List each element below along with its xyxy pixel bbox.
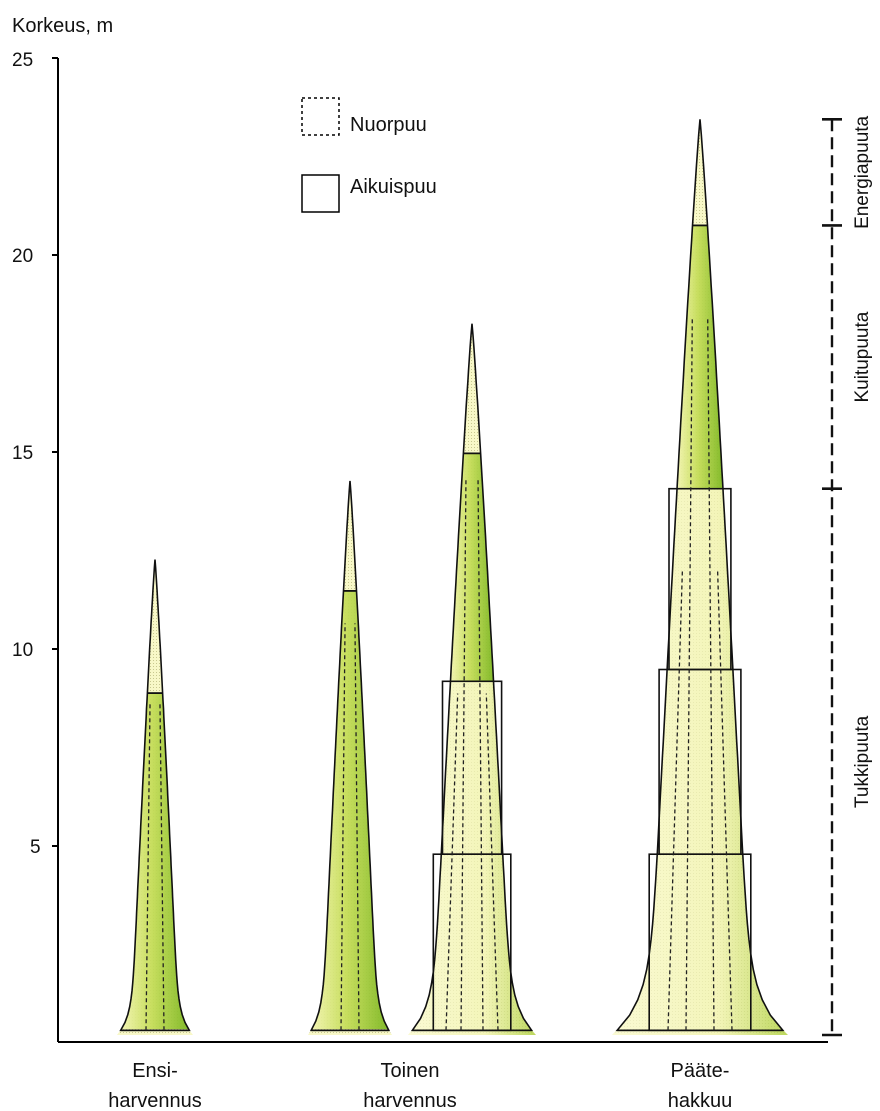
- tree-4-outline: [615, 119, 785, 1032]
- tree-2-crown: [311, 590, 389, 1030]
- legend: Nuorpuu Aikuispuu: [301, 97, 437, 213]
- tree-3-young-wood-line-1: [445, 693, 459, 1031]
- tree-4-log-3: [668, 487, 732, 671]
- tree-2-young-wood-line-2: [354, 623, 360, 1031]
- tree-4: [612, 119, 788, 1036]
- tree-4-trunk-shade: [612, 488, 788, 1035]
- assortment-label-3: Tukkipuuta: [852, 715, 873, 808]
- legend-label-aikuispuu: Aikuispuu: [350, 176, 437, 198]
- y-tick-label-5: 5: [30, 837, 41, 858]
- legend-swatch-solid: [301, 174, 340, 213]
- tree-3-crown: [450, 453, 494, 682]
- tree-2: [308, 480, 392, 1035]
- tree-3-young-wood-line-3: [477, 480, 484, 1031]
- category-label-2-line1: Toinen: [381, 1060, 440, 1082]
- category-label-3-line1: Pääte-: [671, 1060, 730, 1082]
- category-label-3-line2: hakkuu: [668, 1090, 733, 1111]
- assortment-label-1: Energiapuuta: [852, 115, 873, 228]
- y-tick-label-15: 15: [12, 443, 33, 464]
- y-tick-label-20: 20: [12, 246, 33, 267]
- y-tick-label-25: 25: [12, 50, 33, 71]
- tree-3: [408, 323, 536, 1035]
- category-label-1-line2: harvennus: [108, 1090, 201, 1111]
- tree-1: [117, 559, 193, 1035]
- tree-1-crown: [121, 693, 189, 1030]
- tree-2-outline: [309, 480, 391, 1032]
- tree-2-young-wood-line-1: [340, 623, 346, 1031]
- y-ticks: 25 20 15 10 5: [12, 50, 58, 858]
- legend-label-nuorpuu: Nuorpuu: [350, 114, 427, 136]
- y-axis-label: Korkeus, m: [12, 15, 113, 37]
- tree-3-young-wood-line-2: [460, 480, 467, 1031]
- tree-1-young-wood-line-1: [145, 702, 151, 1031]
- trees: [117, 119, 788, 1036]
- category-label-2-line2: harvennus: [363, 1090, 456, 1111]
- category-labels: Ensi- harvennus Toinen harvennus Pääte- …: [108, 1060, 732, 1111]
- tree-3-trunk-shade: [408, 681, 536, 1035]
- tree-1-outline: [119, 559, 191, 1032]
- y-tick-label-10: 10: [12, 640, 33, 661]
- assortment-label-2: Kuitupuuta: [852, 311, 873, 402]
- tree-3-young-wood-line-4: [485, 693, 499, 1031]
- tree-3-log-2: [441, 680, 503, 855]
- legend-swatch-dashed: [301, 97, 340, 136]
- category-label-1-line1: Ensi-: [132, 1060, 178, 1082]
- tree-1-young-wood-line-2: [159, 702, 165, 1031]
- tree-3-outline: [410, 323, 534, 1032]
